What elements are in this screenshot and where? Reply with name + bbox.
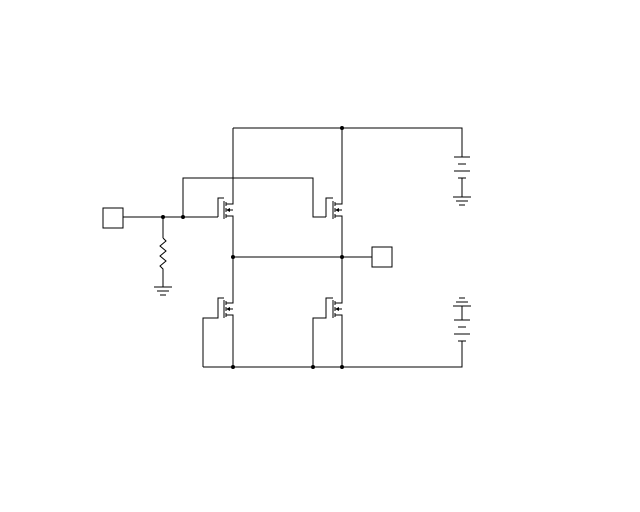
junction (340, 126, 344, 130)
input-port[interactable] (102, 207, 124, 229)
junction (340, 255, 344, 259)
junction (340, 365, 344, 369)
bottom-rail (203, 348, 463, 368)
ground-resistor (154, 286, 172, 296)
junction (181, 215, 185, 219)
battery-bottom (454, 306, 470, 348)
junction (161, 215, 165, 219)
mosfet-bottom-right (312, 257, 343, 367)
output-port[interactable] (371, 246, 393, 268)
input-net (123, 177, 326, 238)
ground-battery (453, 196, 471, 206)
ground-lower-battery (453, 297, 471, 307)
battery-top (454, 156, 470, 197)
mosfet-top-right (325, 195, 343, 257)
resistor (159, 237, 167, 287)
junctions (161, 126, 344, 369)
junction (311, 365, 315, 369)
junction (231, 255, 235, 259)
mosfet-bottom-left (202, 257, 234, 367)
top-rail (233, 127, 463, 195)
junction (231, 365, 235, 369)
mosfet-top-left (217, 128, 234, 257)
